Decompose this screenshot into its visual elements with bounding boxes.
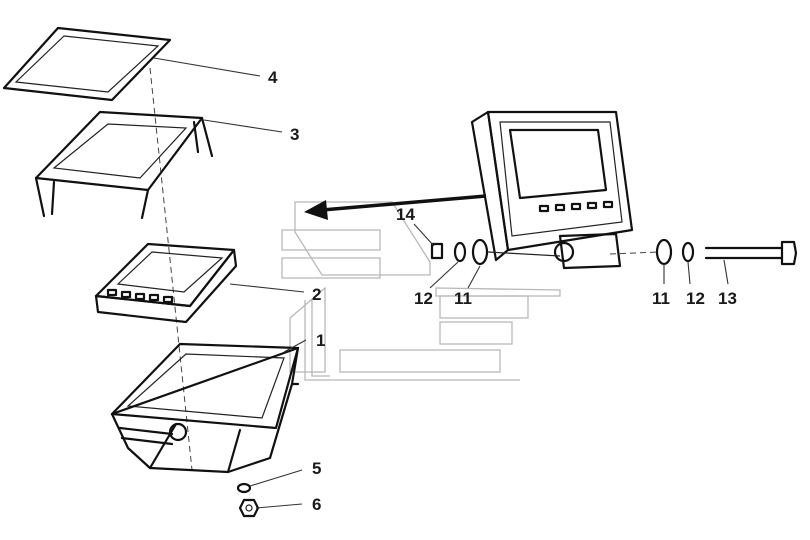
callout-14: 14 [396, 205, 415, 224]
callout-3: 3 [290, 125, 299, 144]
part-small-washer [236, 482, 252, 494]
callout-12-right: 12 [686, 289, 705, 308]
part-gasket-frame [2, 26, 172, 102]
callout-6: 6 [312, 495, 321, 514]
callout-12-left: 12 [414, 289, 433, 308]
assembled-monitor [470, 110, 634, 270]
part-housing [110, 342, 300, 474]
callout-1: 1 [316, 331, 325, 350]
assembly-axis [149, 67, 193, 471]
assembly-arrow [304, 194, 487, 220]
watermark-logo [281, 201, 561, 381]
callout-4: 4 [268, 68, 278, 87]
callout-11-right: 11 [652, 289, 670, 308]
part-mount-bolt-assembly [430, 238, 798, 266]
callout-11-left: 11 [454, 289, 472, 308]
leader-lines [153, 57, 729, 509]
part-bezel-frame [34, 110, 214, 220]
callout-5: 5 [312, 459, 321, 478]
callout-13: 13 [718, 289, 737, 308]
part-hex-nut [238, 498, 260, 518]
callout-2: 2 [312, 285, 321, 304]
part-display-module [94, 242, 238, 324]
